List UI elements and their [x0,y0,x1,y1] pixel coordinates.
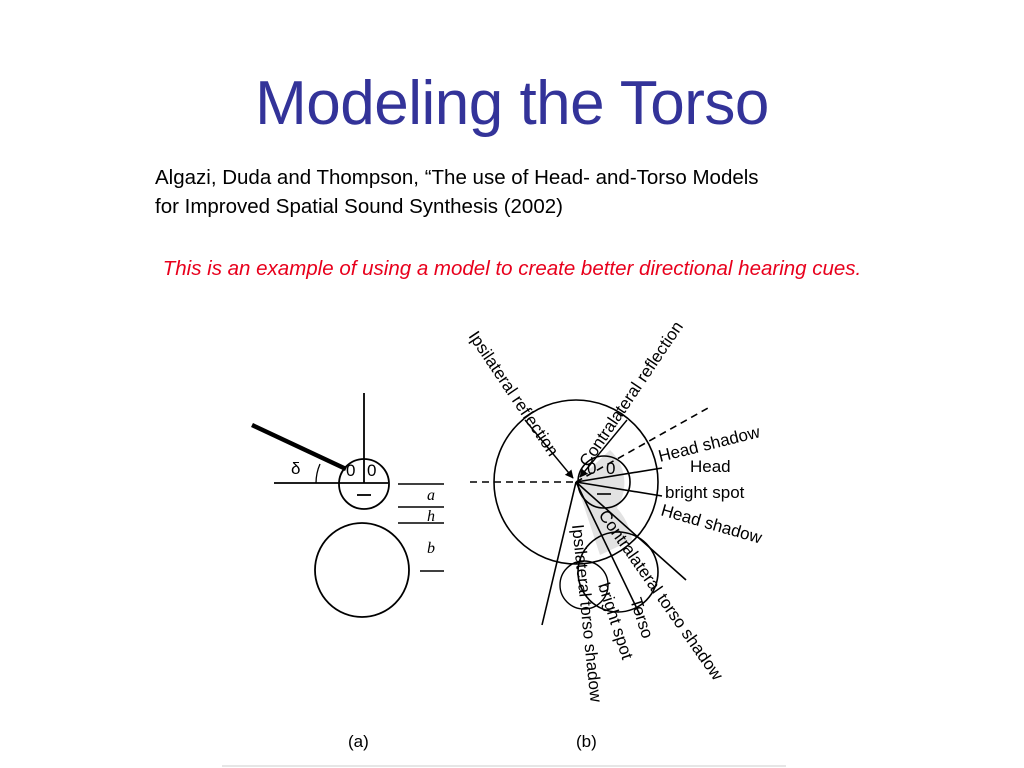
caption-a: (a) [348,732,369,751]
caption-b: (b) [576,732,597,751]
eye-left-b: 0 [587,459,596,478]
torso-bright-spot-label-1: Torso [626,595,657,640]
ray-ipsilateral-torso [541,481,577,626]
note-text: This is an example of using a model to c… [162,257,862,280]
ray-head-shadow-top [575,467,663,483]
ray-head-shadow-bottom [575,481,663,497]
delta-label: δ [291,459,300,478]
small-torso-circle [559,560,609,610]
citation: Algazi, Duda and Thompson, “The use of H… [155,163,975,221]
eye-left-a: 0 [346,461,355,480]
delta-angle-arc [315,463,321,484]
eye-right-b: 0 [606,459,615,478]
torso-shadow-region [576,482,632,555]
citation-line-2: for Improved Spatial Sound Synthesis (20… [155,195,563,218]
dim-h-label: h [427,508,435,525]
eye-right-a: 0 [367,461,376,480]
head-shadow-bottom-label: Head shadow [659,501,765,548]
panel-b: 0 0 Ipsilateral reflection C [465,318,765,751]
head-shadow-dashed-ray [575,407,709,483]
contralateral-reflection-arrow [579,419,628,478]
ray-torso-bright [575,481,641,616]
torso-circle-b [577,531,659,613]
citation-line-1: Algazi, Duda and Thompson, “The use of H… [155,166,759,189]
ray-contralateral-torso [575,481,687,581]
head-bright-spot-label-2: bright spot [665,483,745,502]
slide-title: Modeling the Torso [255,69,769,138]
ipsilateral-reflection-label: Ipsilateral reflection [465,328,563,460]
source-direction-line [251,422,347,472]
torso-circle-a [314,522,410,618]
panel-a: δ 0 0 a h b (a) [251,393,444,751]
head-bright-spot-label-1: Head [690,457,731,476]
head-circle-a [338,458,390,510]
head-torso-diagram: δ 0 0 a h b (a) [222,318,786,767]
ipsilateral-reflection-arrow [524,419,574,479]
head-shadow-region [576,450,625,514]
head-torso-figure: δ 0 0 a h b (a) [220,290,800,768]
dim-a-label: a [427,487,435,504]
dim-b-label: b [427,540,435,557]
